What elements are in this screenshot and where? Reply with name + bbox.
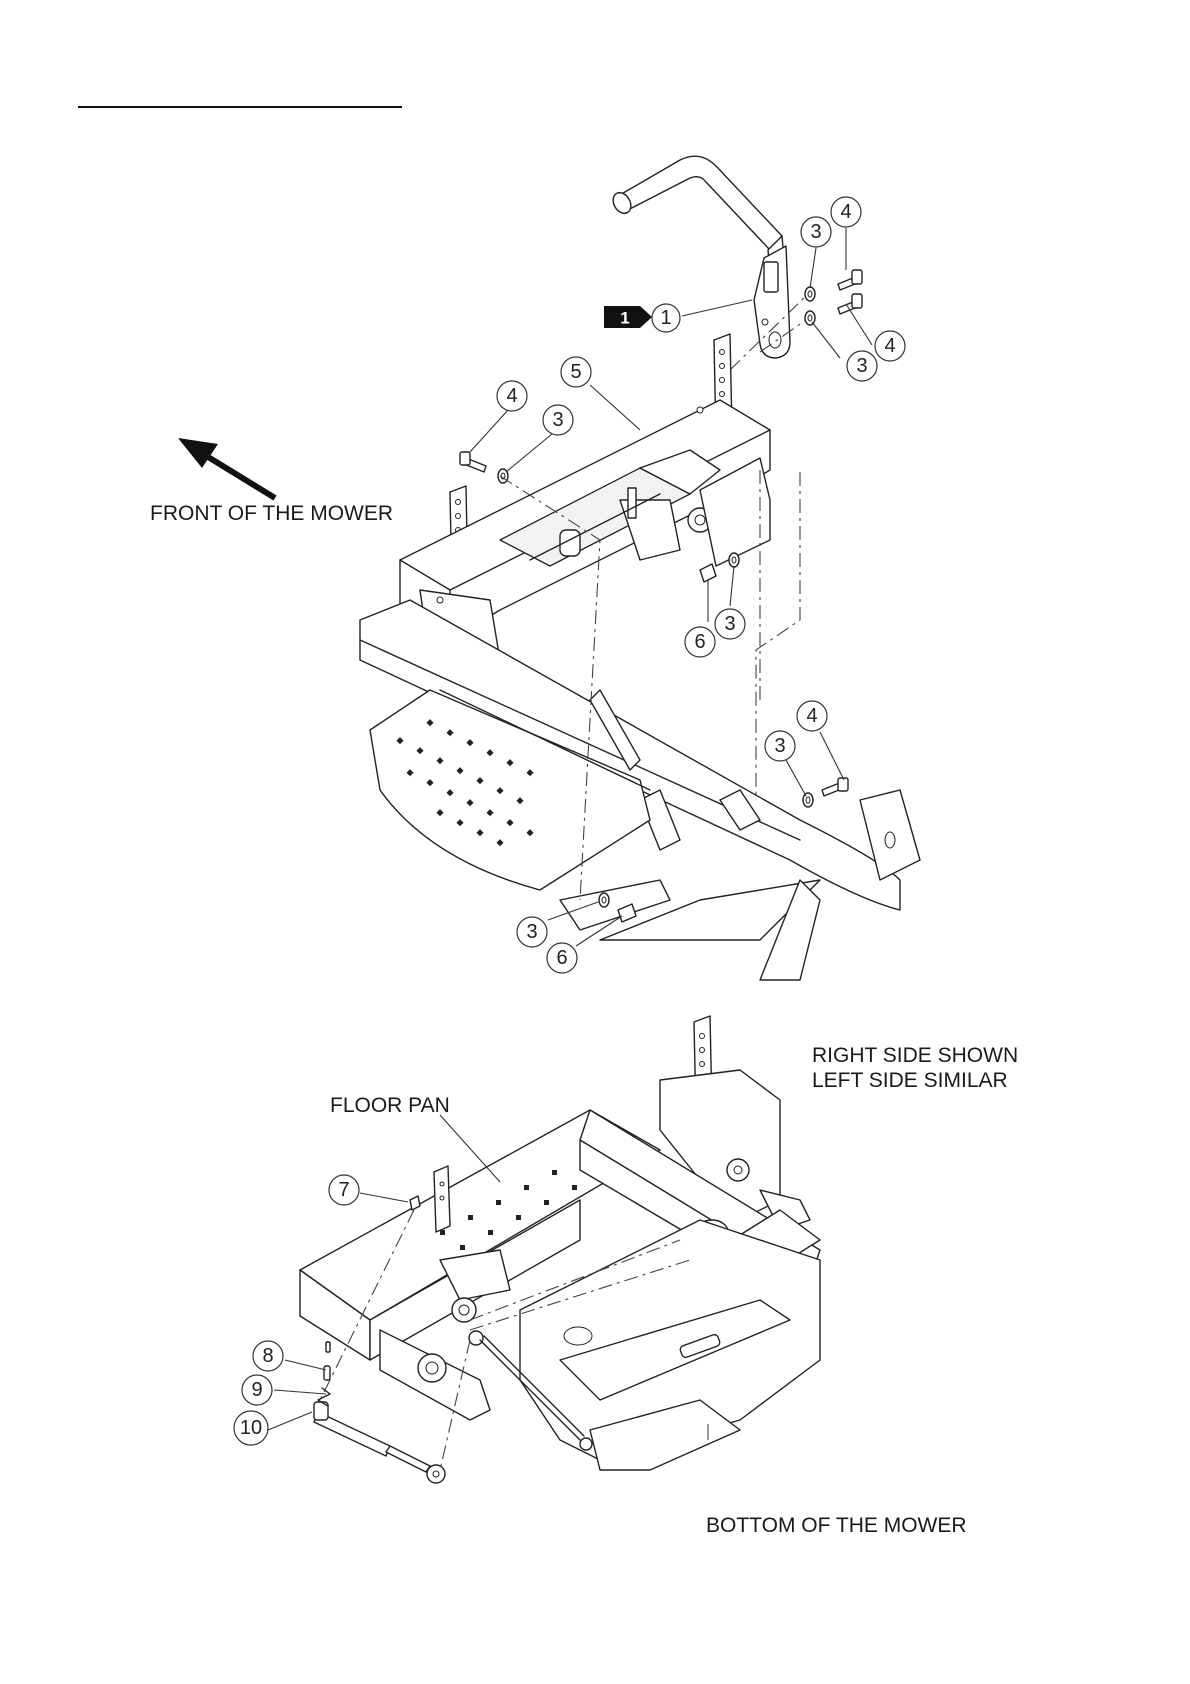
svg-text:4: 4 <box>506 385 517 407</box>
svg-text:3: 3 <box>526 921 537 943</box>
svg-text:3: 3 <box>810 221 821 243</box>
svg-text:4: 4 <box>840 201 851 223</box>
callout-3b: 3 <box>847 351 877 381</box>
callout-5: 5 <box>561 357 591 387</box>
callout-4a: 4 <box>831 197 861 227</box>
svg-text:3: 3 <box>552 409 563 431</box>
bottom-label: BOTTOM OF THE MOWER <box>706 1514 967 1537</box>
svg-text:4: 4 <box>806 705 817 727</box>
callout-9: 9 <box>242 1375 272 1405</box>
right-side-label: RIGHT SIDE SHOWN <box>812 1044 1018 1067</box>
gas-spring <box>314 1402 445 1483</box>
svg-text:3: 3 <box>774 735 785 757</box>
callout-4b: 4 <box>875 331 905 361</box>
svg-text:3: 3 <box>724 613 735 635</box>
upper-assembly: FRONT OF THE MOWER 1 1 3 4 4 3 <box>150 156 920 980</box>
callout-7: 7 <box>329 1175 359 1205</box>
svg-text:3: 3 <box>856 355 867 377</box>
svg-text:6: 6 <box>556 947 567 969</box>
callout-4d: 4 <box>797 701 827 731</box>
svg-text:1: 1 <box>660 307 671 329</box>
callout-3c: 3 <box>543 405 573 435</box>
reference-tag: 1 <box>604 306 652 328</box>
svg-text:6: 6 <box>694 631 705 653</box>
svg-text:9: 9 <box>251 1379 262 1401</box>
callout-4c: 4 <box>497 381 527 411</box>
floor-pan-label: FLOOR PAN <box>330 1094 450 1117</box>
svg-text:5: 5 <box>570 361 581 383</box>
svg-text:8: 8 <box>262 1345 273 1367</box>
callout-6a: 6 <box>685 627 715 657</box>
callout-3d: 3 <box>715 609 745 639</box>
callout-3f: 3 <box>517 917 547 947</box>
callout-10: 10 <box>234 1411 268 1445</box>
svg-text:7: 7 <box>338 1179 349 1201</box>
svg-text:10: 10 <box>240 1417 262 1439</box>
svg-text:4: 4 <box>884 335 895 357</box>
left-side-label: LEFT SIDE SIMILAR <box>812 1069 1008 1092</box>
lower-assembly: 7 8 9 10 FLOOR PAN RIGHT SIDE SHOWN LEFT… <box>234 1016 1018 1537</box>
front-label: FRONT OF THE MOWER <box>150 502 393 525</box>
callout-6b: 6 <box>547 943 577 973</box>
callout-8: 8 <box>253 1341 283 1371</box>
callout-3e: 3 <box>765 731 795 761</box>
reference-tag-label: 1 <box>620 309 629 328</box>
callout-3a: 3 <box>801 217 831 247</box>
callout-1: 1 <box>652 304 680 332</box>
lever-hardware <box>730 270 862 370</box>
front-arrow-icon <box>178 438 275 498</box>
